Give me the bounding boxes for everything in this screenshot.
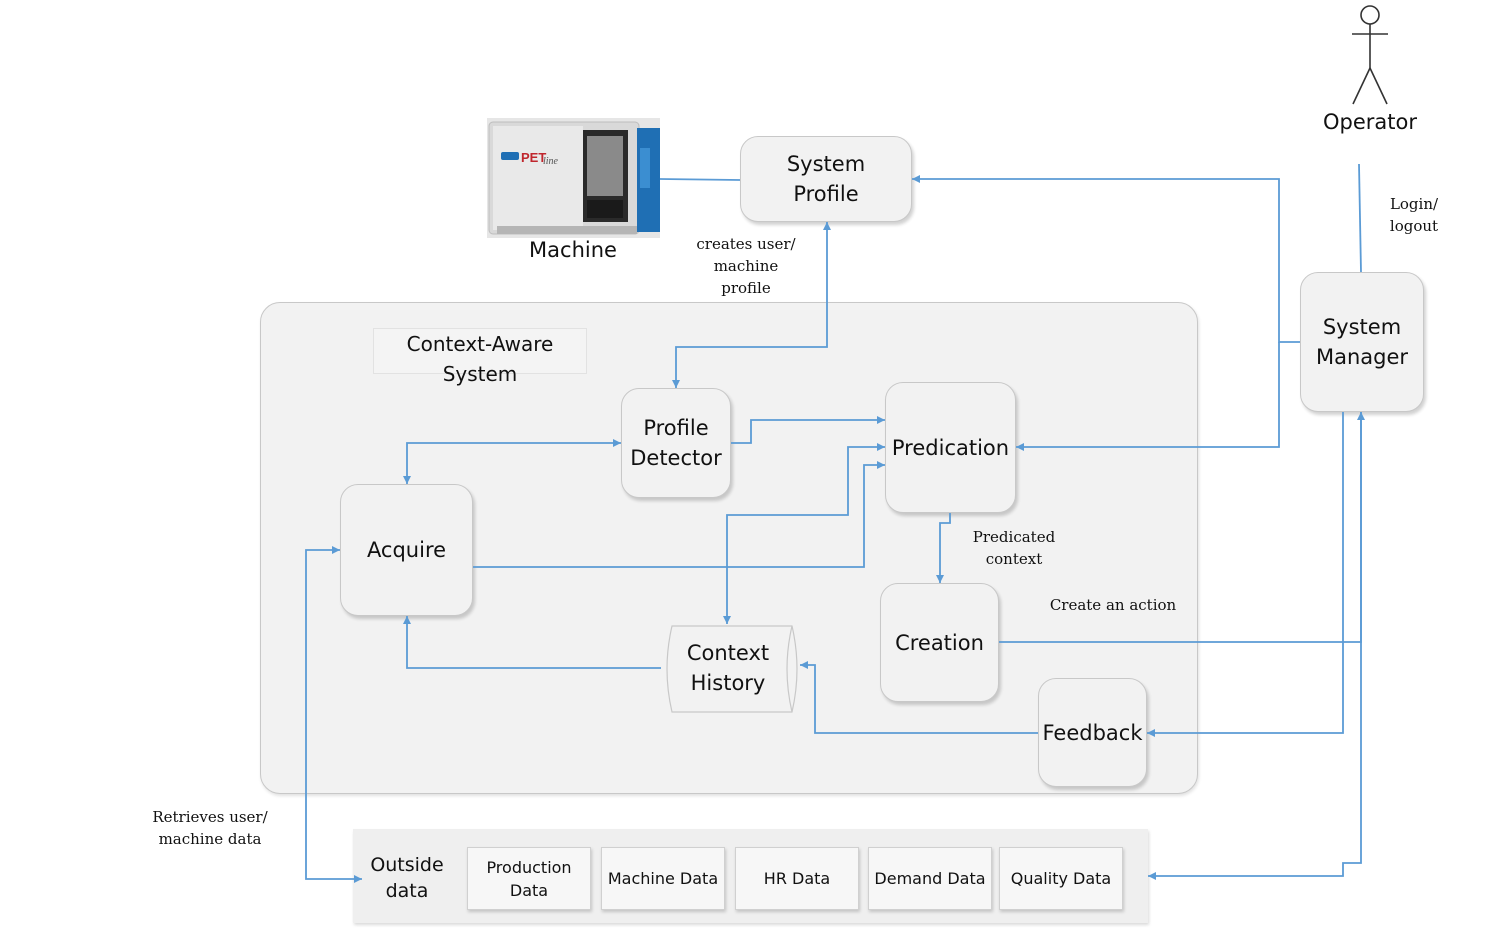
operator-label: Operator xyxy=(1323,110,1417,134)
machine-brand-suffix: line xyxy=(543,156,559,167)
machine-brand: PET xyxy=(521,150,546,165)
creation-node: Creation xyxy=(880,583,999,702)
outside-data-title: Outside data xyxy=(370,854,444,902)
predication-node: Predication xyxy=(885,382,1016,513)
acquire-label: Acquire xyxy=(366,538,447,562)
profile-detector-label: Profile Detector xyxy=(630,416,722,470)
predication-label: Predication xyxy=(891,435,1010,460)
retrieves-data-label: Retrieves user/ machine data xyxy=(152,808,268,848)
feedback-node: Feedback xyxy=(1038,678,1147,787)
feedback-label: Feedback xyxy=(1042,720,1143,745)
system-manager-node: System Manager xyxy=(1300,272,1424,412)
machine-image: PET line xyxy=(487,118,660,238)
system-profile-node: System Profile xyxy=(740,136,912,222)
profile-detector-node: Profile Detector xyxy=(621,388,731,498)
machine-label: Machine xyxy=(529,238,617,262)
demand-data-cell: Demand Data xyxy=(868,847,992,910)
acquire-node: Acquire xyxy=(340,484,473,616)
create-action-label: Create an action xyxy=(1049,596,1177,614)
creates-profile-label: creates user/ machine profile xyxy=(696,235,796,297)
context-history-storage-icon xyxy=(666,625,798,713)
machine-data-cell: Machine Data xyxy=(601,847,725,910)
production-data-cell: Production Data xyxy=(467,847,591,910)
system-profile-label: System Profile xyxy=(786,152,866,206)
context-aware-system-title: Context-Aware System xyxy=(373,328,587,386)
login-logout-label: Login/ logout xyxy=(1389,195,1439,235)
system-manager-label: System Manager xyxy=(1315,315,1409,369)
operator-icon xyxy=(1352,5,1388,105)
quality-data-cell: Quality Data xyxy=(999,847,1123,910)
creation-label: Creation xyxy=(895,630,984,655)
predicated-context-label: Predicated context xyxy=(972,528,1056,568)
context-history-label: Context History xyxy=(686,641,770,695)
hr-data-cell: HR Data xyxy=(735,847,859,910)
